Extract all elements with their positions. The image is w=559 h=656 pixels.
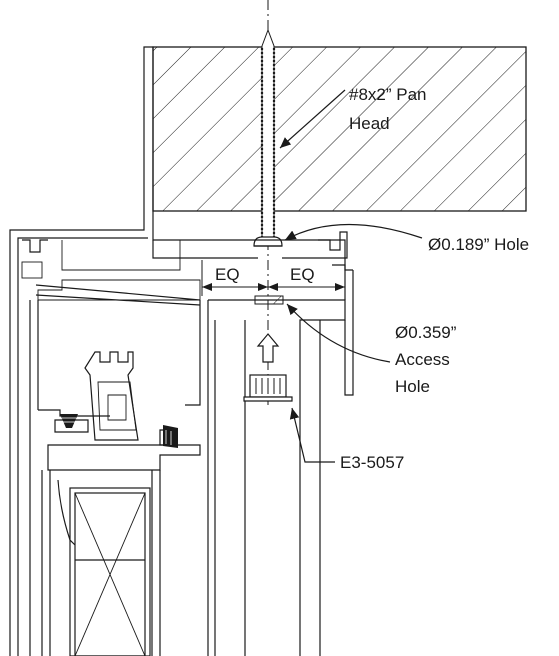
- access-label-line1: Ø0.359”: [395, 323, 457, 342]
- frame-extrusion: [9, 46, 354, 656]
- insertion-arrow: [256, 333, 280, 363]
- access-hole-section: [254, 295, 284, 305]
- wood-substrate: [152, 46, 527, 212]
- access-label-line3: Hole: [395, 377, 430, 396]
- sash-profile: [41, 351, 201, 656]
- part-label: E3-5057: [340, 453, 404, 472]
- gasket-left: [60, 414, 78, 428]
- screw-label-line2: Head: [349, 114, 390, 133]
- screw-label-line1: #8x2” Pan: [349, 85, 427, 104]
- leader-lines: [279, 89, 423, 463]
- hole-label: Ø0.189” Hole: [428, 235, 529, 254]
- eq-left-label: EQ: [215, 265, 240, 284]
- eq-right-label: EQ: [290, 265, 315, 284]
- plug-part: [243, 374, 293, 402]
- gasket-right: [163, 425, 178, 448]
- eq-dimension: [201, 260, 345, 296]
- access-label-line2: Access: [395, 350, 450, 369]
- pan-head-screw: [253, 28, 283, 247]
